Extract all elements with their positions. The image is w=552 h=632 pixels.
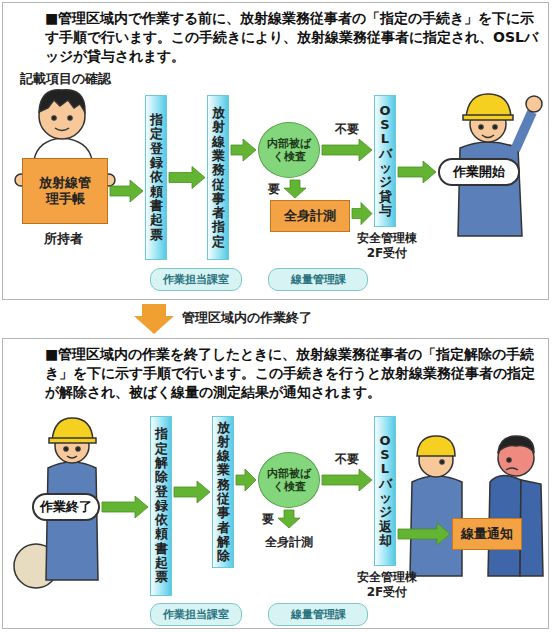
note-label: 管理区域内の作業終了 [182, 309, 312, 327]
worker-mouth [482, 135, 494, 138]
node-text: OSLバッジ貸与 [379, 104, 392, 218]
person-eye [507, 458, 511, 462]
edge-label: 要 [266, 181, 282, 198]
node-text: 作業担当課室 [163, 607, 229, 622]
note-label: 安全管理棟 2F受付 [352, 231, 422, 261]
step-band: OSLバッジ返却 [374, 416, 396, 566]
procedure-panel: ■管理区域内の作業を終了したときに、放射線業務従事者の「指定解除の手続き」を下に… [2, 338, 549, 629]
flow-arrow [278, 510, 300, 528]
section-pill: 線量管理課 [268, 268, 368, 291]
worker-suit [46, 462, 98, 580]
edge-label: 不要 [333, 121, 361, 138]
note-label: 記載項目の確認 [20, 70, 111, 88]
status-sign: 作業開始 [438, 158, 520, 186]
node-text: 作業終了 [40, 498, 92, 516]
node-text: 放射線業務従事者指定 [212, 106, 225, 249]
measure-text: 全身計測 [258, 530, 320, 555]
check-oval: 内部被ばく検査 [258, 452, 320, 508]
person-mouth [506, 468, 518, 470]
section-pill: 作業担当課室 [150, 603, 242, 626]
edge-label: 不要 [333, 451, 361, 468]
staff-helmet [417, 436, 455, 456]
node-text: 内部被ばく検査 [267, 137, 311, 163]
worker-arm [515, 112, 532, 150]
worker-eye [76, 447, 80, 451]
step-band: OSLバッジ貸与 [374, 95, 396, 227]
note-label: 所持者 [44, 230, 83, 248]
node-text: 線量通知 [461, 525, 513, 543]
flow-arrow [102, 496, 148, 518]
holder-shirt [34, 138, 92, 160]
node-text: 指定解除登録依頼書起票 [155, 427, 168, 584]
step-band: 放射線業務従事者指定 [207, 95, 229, 260]
node-text: 放射線業務従事者解除 [217, 421, 230, 564]
status-sign: 作業終了 [32, 493, 100, 521]
node-text: 線量管理課 [291, 607, 346, 622]
flow-arrow [322, 139, 372, 161]
section-pill: 作業担当課室 [150, 268, 242, 291]
flow-arrow [322, 469, 372, 491]
worker-helmet-brim [49, 438, 96, 443]
worker-mouth [67, 456, 77, 458]
worker-eye [479, 125, 483, 129]
worker-end-figure [14, 418, 98, 588]
flow-arrow [284, 180, 306, 198]
worker-fist [526, 96, 542, 112]
flow-arrow [174, 481, 210, 503]
node-text: 内部被ばく検査 [267, 467, 311, 493]
holder-hair [39, 90, 85, 112]
procedure-panel: ■管理区域内で作業する前に、放射線業務従事者の「指定の手続き」を下に示す手順で行… [2, 2, 549, 300]
node-text: 線量管理課 [291, 272, 346, 287]
worker-eye [493, 125, 497, 129]
node-text: 放射線管理手帳 [39, 175, 91, 208]
node-text: 作業担当課室 [163, 272, 229, 287]
node-text: 全身計測 [284, 207, 336, 225]
flow-arrow [231, 139, 256, 161]
flow-arrow [110, 180, 143, 202]
person-suit [520, 480, 543, 576]
notice-box: 線量通知 [452, 518, 522, 550]
holder-mouth [55, 128, 69, 131]
intro-text: ■管理区域内で作業する前に、放射線業務従事者の「指定の手続き」を下に示す手順で行… [45, 9, 538, 66]
notice-figures [410, 436, 543, 576]
worker-helmet-brim [463, 115, 513, 120]
note-label: 安全管理棟 2F受付 [352, 570, 422, 600]
step-band: 指定解除登録依頼書起票 [150, 416, 172, 596]
transition-arrow [134, 304, 174, 334]
step-band: 放射線業務従事者解除 [212, 416, 234, 568]
worker-suit [458, 142, 522, 236]
flow-arrow [352, 203, 372, 225]
node-text: 作業開始 [453, 163, 505, 181]
flow-arrow [398, 523, 450, 545]
holder-eye [52, 116, 56, 120]
node-text: OSLバッジ返却 [379, 434, 392, 548]
flow-arrow [398, 161, 436, 183]
flow-arrow [236, 469, 256, 491]
flow-arrow [169, 167, 205, 189]
person-hair [498, 436, 534, 452]
worker-eye [64, 447, 68, 451]
node-text: 全身計測 [265, 534, 313, 551]
check-oval: 内部被ばく検査 [258, 122, 320, 178]
handbook-box: 放射線管理手帳 [22, 158, 108, 224]
node-text: 指定登録依頼書起票 [150, 113, 163, 242]
holder-eye [68, 116, 72, 120]
section-pill: 線量管理課 [268, 603, 368, 626]
edge-label: 要 [260, 511, 276, 528]
intro-text: ■管理区域内の作業を終了したときに、放射線業務従事者の「指定解除の手続き」を下に… [45, 345, 538, 402]
staff-eye [440, 460, 444, 464]
measure-box: 全身計測 [270, 200, 350, 232]
step-band: 指定登録依頼書起票 [145, 95, 167, 260]
